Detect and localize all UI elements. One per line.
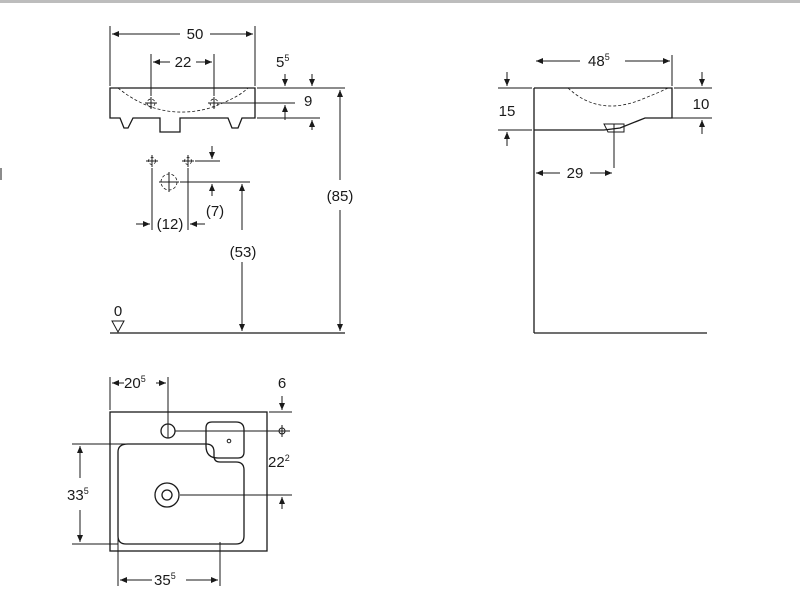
basin-front-outline — [109, 87, 256, 133]
drain-inner — [161, 489, 173, 501]
dim-tap-from-back: 6 — [278, 375, 286, 392]
dim-rim-height: 9 — [304, 93, 312, 110]
basin-top-outline — [109, 411, 268, 552]
dim-total-height: (85) — [327, 188, 354, 205]
dim-height-right: 10 — [693, 96, 710, 113]
dim-wall-tap-offset: (7) — [206, 203, 224, 220]
tap-marker-right — [208, 97, 220, 109]
floor-level-label: 0 — [114, 303, 122, 320]
dim-floor-to-taps: (53) — [230, 244, 257, 261]
side-bowl-hidden-line — [567, 87, 669, 107]
side-view: 485 15 10 29 — [498, 52, 712, 334]
top-view: 205 6 222 335 355 — [67, 374, 292, 589]
side-drain — [603, 123, 625, 133]
dim-drain-offset: 29 — [567, 165, 584, 182]
wall-tap-left — [146, 155, 158, 167]
dim-bowl-width: 355 — [154, 571, 176, 589]
dim-bowl-depth: 335 — [67, 486, 89, 504]
dim-tap-offset: 205 — [124, 374, 146, 392]
dim-tap-spacing: 22 — [175, 54, 192, 71]
dim-depth: 485 — [588, 52, 610, 70]
drain-outer — [154, 482, 180, 508]
soap-shelf — [205, 421, 245, 459]
wall-outlet — [159, 172, 179, 192]
front-view: 50 22 55 9 (85) — [109, 26, 354, 334]
bowl-hidden-line — [117, 87, 249, 113]
bowl-outline — [117, 443, 245, 545]
dim-height-left: 15 — [499, 103, 516, 120]
basin-side-outline — [534, 87, 673, 131]
tap-marker-left — [145, 97, 157, 109]
top-border-line — [0, 0, 800, 3]
tap-axis-mark — [276, 425, 288, 437]
dim-drain-from-tap: 222 — [268, 453, 290, 471]
dim-wall-tap-spacing: (12) — [157, 216, 184, 233]
dim-offset: 55 — [276, 53, 289, 71]
wall-tap-right — [182, 155, 194, 167]
dim-width: 50 — [187, 26, 204, 43]
floor-level-symbol — [111, 320, 125, 334]
